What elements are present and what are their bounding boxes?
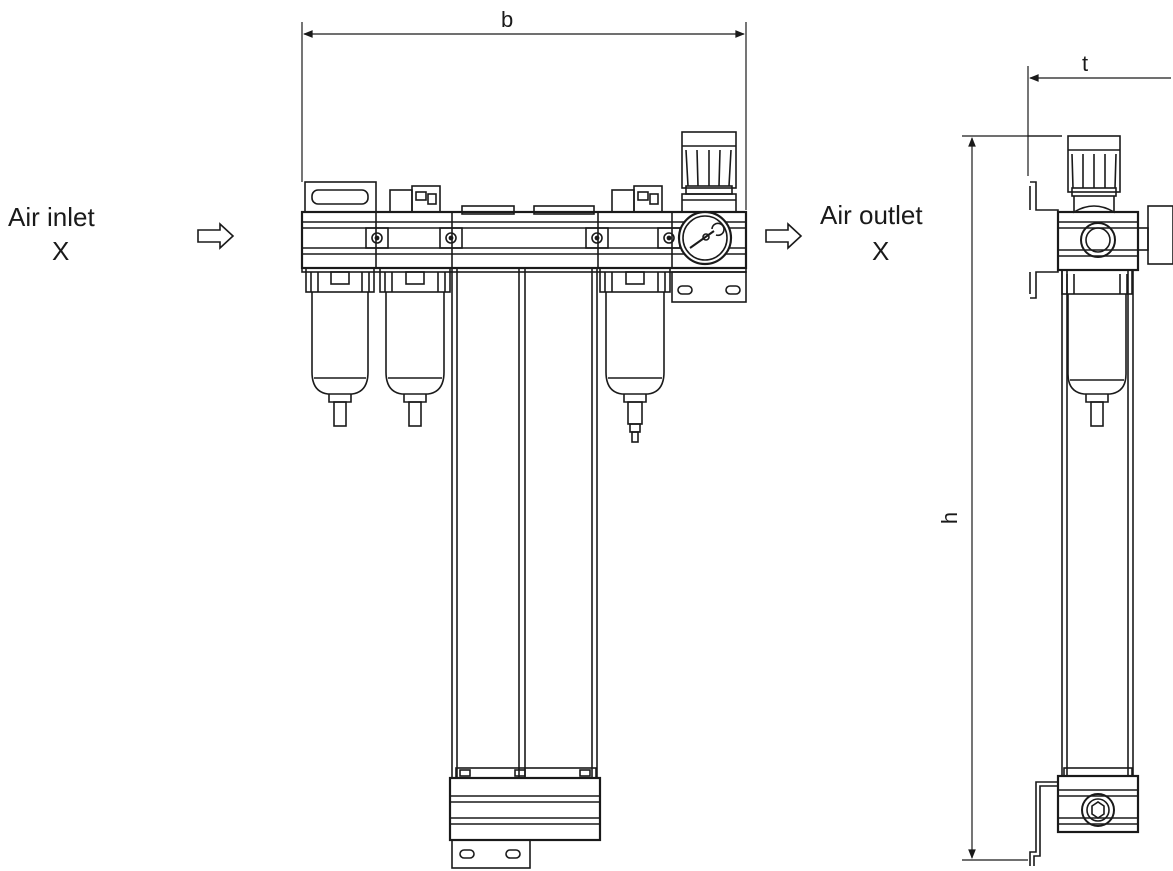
mounting-bracket-right xyxy=(671,271,747,303)
side-regulator-knob xyxy=(1067,135,1121,214)
dimension-t-label: t xyxy=(1082,51,1089,76)
side-dryer-column xyxy=(1061,270,1134,776)
air-outlet-port: X xyxy=(872,236,890,266)
regulator-knob xyxy=(681,131,737,213)
air-inlet-label: Air inlet xyxy=(8,202,95,232)
filter-bowl-1 xyxy=(305,267,375,427)
filter-bowl-2 xyxy=(379,267,451,427)
clamp-screw xyxy=(365,227,389,249)
top-plate xyxy=(533,205,595,215)
dimension-h xyxy=(962,135,1062,861)
side-view xyxy=(962,66,1173,866)
inlet-arrow-icon xyxy=(197,222,235,250)
side-wall-bracket-top xyxy=(1029,181,1059,299)
clamp-screw xyxy=(439,227,463,249)
air-inlet-port: X xyxy=(52,236,70,266)
outlet-arrow-icon xyxy=(765,222,803,250)
mounting-bracket-left xyxy=(304,181,377,213)
side-filter-bowl xyxy=(1061,269,1133,427)
top-plate xyxy=(461,205,515,215)
clamp-screw xyxy=(657,227,681,249)
dimension-t xyxy=(1027,66,1171,176)
front-view xyxy=(300,131,748,869)
clamp-screw xyxy=(585,227,609,249)
bottom-manifold xyxy=(448,767,602,842)
dryer-column-left xyxy=(451,268,520,778)
filter-bowl-3 xyxy=(599,267,671,443)
drain-valve-top-2 xyxy=(606,185,663,213)
dryer-column-right xyxy=(524,268,598,778)
side-header-block xyxy=(1056,205,1173,272)
dimension-b xyxy=(301,22,747,210)
air-outlet-label: Air outlet xyxy=(820,200,923,230)
drain-valve-top-1 xyxy=(384,185,441,213)
side-bottom-block xyxy=(1056,767,1140,834)
pressure-gauge-icon xyxy=(677,210,733,266)
mounting-bracket-bottom xyxy=(451,839,531,869)
dimension-b-label: b xyxy=(501,7,514,32)
side-wall-bracket-bottom xyxy=(1029,781,1058,866)
